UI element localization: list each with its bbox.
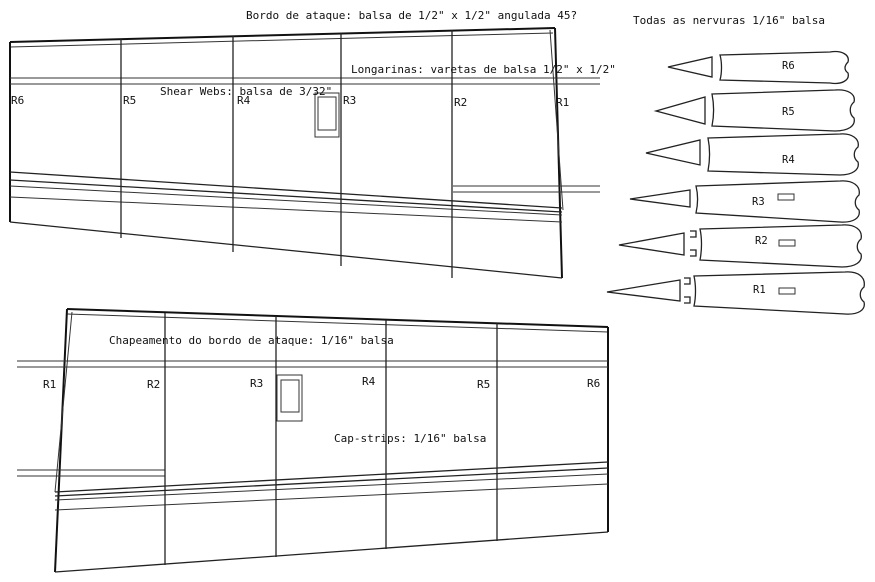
top-rib-label: R6: [11, 94, 24, 107]
top-root-edge-inner: [549, 29, 564, 211]
capstrips-note: Cap-strips: 1/16" balsa: [334, 432, 486, 445]
leading-edge-note: Bordo de ataque: balsa de 1/2" x 1/2" an…: [246, 9, 577, 22]
rib-template-label: R2: [755, 235, 768, 247]
bottom-rib-label: R2: [147, 378, 160, 391]
bottom-te-line-1: [54, 461, 609, 493]
bottom-leading-edge-inner: [66, 313, 609, 333]
shear-webs-note: Shear Webs: balsa de 3/32": [160, 85, 332, 98]
top-rib-label: R4: [237, 94, 251, 107]
rib-template-label: R6: [782, 60, 795, 72]
top-rib-label: R1: [556, 96, 569, 109]
rib-template-r4: [645, 133, 859, 176]
top-rib-label: R2: [454, 96, 467, 109]
bottom-te-line-3: [54, 473, 609, 501]
bottom-root-edge-inner: [54, 311, 73, 493]
bottom-root-edge: [54, 308, 68, 573]
top-te-line-2: [9, 179, 563, 213]
sheeting-note: Chapeamento do bordo de ataque: 1/16" ba…: [109, 334, 394, 347]
top-wing-panel: [9, 27, 600, 279]
top-leading-edge: [9, 27, 556, 43]
rib-template-label: R1: [753, 284, 766, 296]
bottom-rib-label: R1: [43, 378, 56, 391]
top-leading-edge-inner: [9, 32, 554, 48]
bottom-shear-web-outer: [276, 374, 303, 422]
rib-template-label: R3: [752, 196, 765, 208]
ribs-note: Todas as nervuras 1/16" balsa: [633, 14, 825, 27]
top-te-line-3: [9, 185, 563, 216]
top-shear-web-outer: [314, 92, 340, 138]
top-te-line-4: [9, 196, 563, 223]
top-shear-web-inner: [317, 96, 337, 131]
bottom-te-line-4: [54, 483, 609, 511]
rib-template-label: R5: [782, 106, 795, 118]
bottom-rib-label: R5: [477, 378, 490, 391]
bottom-shear-web-inner: [280, 379, 300, 413]
rib-template-r1: [606, 271, 865, 315]
rib-template-r3: [629, 180, 860, 223]
top-te-line-1: [9, 171, 563, 209]
top-rib-label: R3: [343, 94, 356, 107]
top-rib-label: R5: [123, 94, 136, 107]
top-trailing-edge: [9, 221, 563, 279]
bottom-te-line-2: [54, 467, 609, 497]
bottom-leading-edge: [66, 308, 609, 328]
rib-template-r6: [667, 50, 849, 85]
bottom-trailing-edge: [54, 531, 609, 573]
bottom-rib-label: R3: [250, 377, 263, 390]
spars-note: Longarinas: varetas de balsa 1/2" x 1/2": [351, 63, 616, 76]
rib-template-label: R4: [782, 154, 795, 166]
bottom-rib-label: R4: [362, 375, 376, 388]
bottom-rib-label: R6: [587, 377, 600, 390]
rib-template-r2: [618, 224, 862, 268]
rib-template-r5: [653, 89, 855, 132]
bottom-wing-panel: [17, 308, 609, 573]
